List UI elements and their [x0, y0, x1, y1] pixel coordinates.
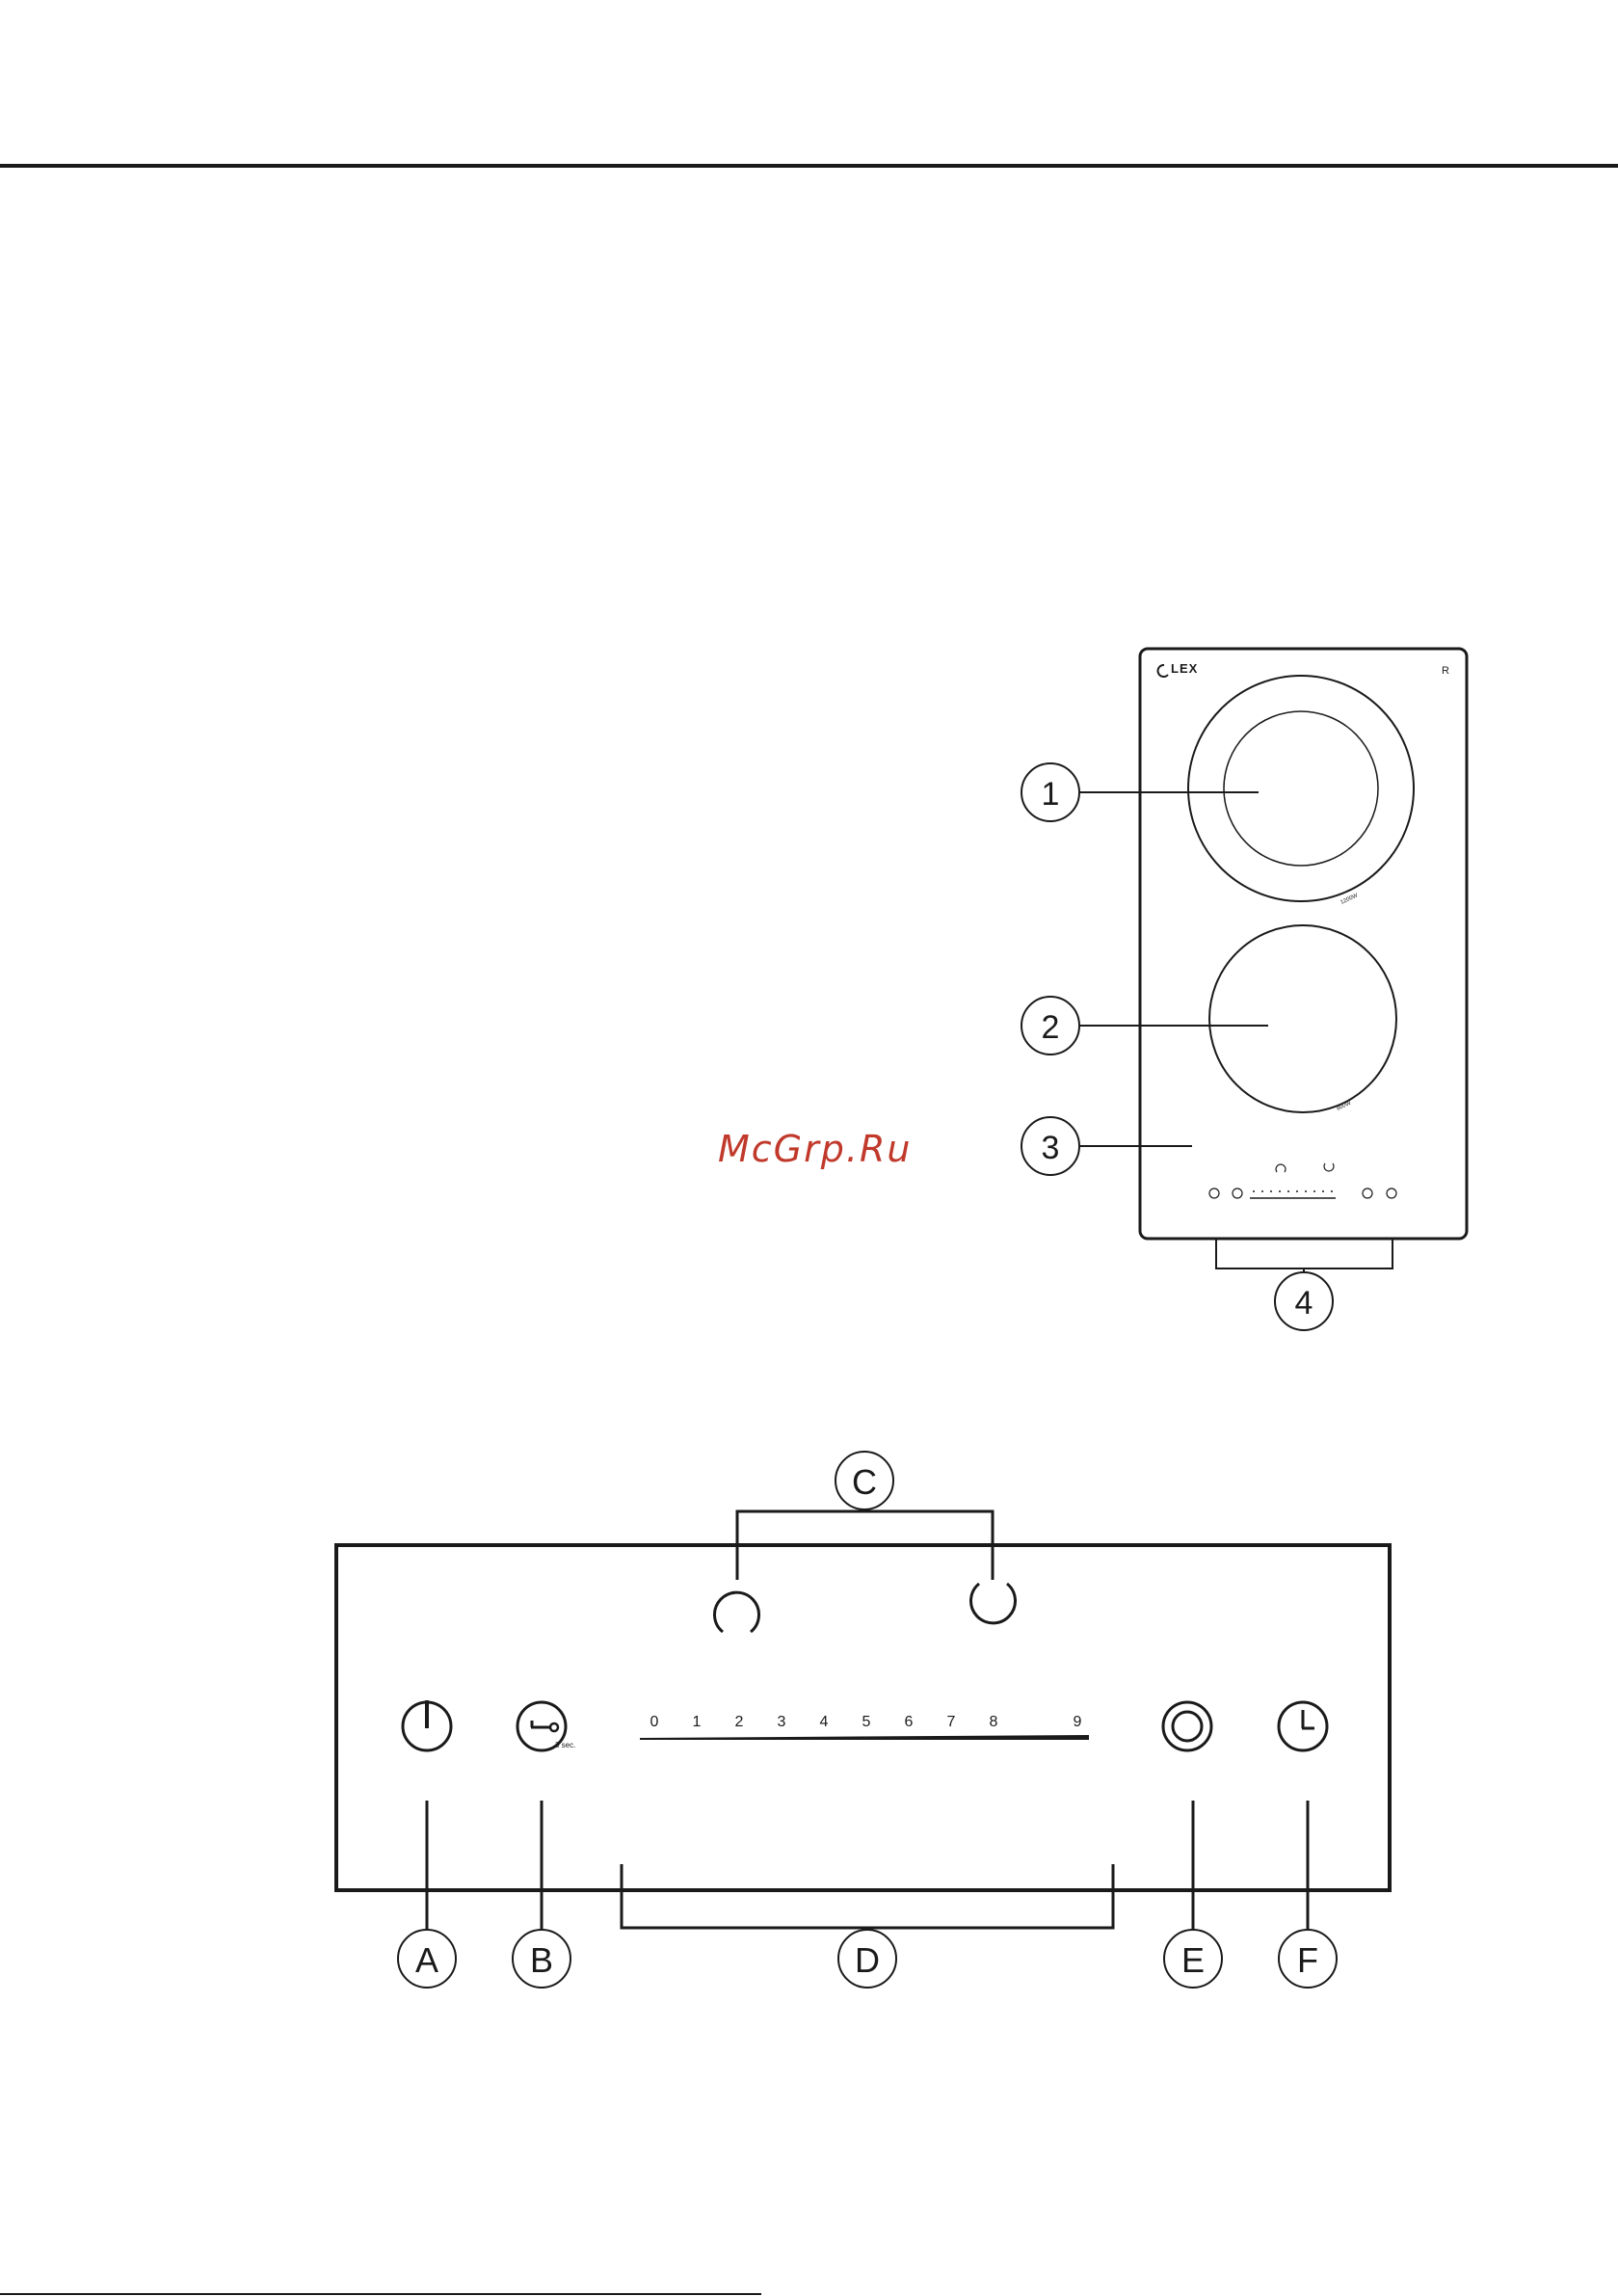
zone-1-outer-ring	[1188, 676, 1414, 901]
callout-d-label: D	[855, 1940, 880, 1980]
mini-lock-icon	[1233, 1188, 1242, 1198]
slider-level-5: 5	[862, 1714, 871, 1730]
callout-e-label: E	[1181, 1940, 1205, 1980]
mini-slider-dots	[1253, 1190, 1333, 1192]
slider-level-6: 6	[905, 1714, 914, 1730]
zone-2-ring	[1209, 925, 1396, 1112]
slider-track	[640, 1735, 1089, 1740]
callout-b-label: B	[530, 1940, 553, 1980]
slider-level-9: 9	[1074, 1714, 1082, 1730]
hob-outline	[1140, 649, 1467, 1239]
brand-name: LEX	[1171, 661, 1198, 676]
timer-icon	[1279, 1702, 1327, 1750]
slider-level-7: 7	[947, 1714, 956, 1730]
lock-hold-hint: 3 sec.	[555, 1741, 575, 1749]
corner-badge: R	[1442, 665, 1449, 677]
power-icon	[403, 1700, 451, 1750]
watermark: McGrp.Ru	[718, 1128, 912, 1170]
zone-select-right-icon	[971, 1584, 1016, 1623]
mini-zone-1-icon	[1276, 1164, 1286, 1172]
mini-power-icon	[1209, 1188, 1219, 1198]
slider-level-1: 1	[693, 1714, 702, 1730]
zone-select-left-icon	[714, 1592, 758, 1632]
callout-2-label: 2	[1042, 1009, 1060, 1046]
callout-1-label: 1	[1042, 776, 1060, 813]
callout-4-label: 4	[1295, 1285, 1313, 1322]
hob-diagram: LEX R 1200W 800W	[1021, 649, 1467, 1330]
power-slider: 0 1 2 3 4 5 6 7 8 9	[640, 1714, 1089, 1740]
mini-control-panel	[1209, 1163, 1396, 1198]
brand-logo: LEX	[1158, 661, 1199, 677]
mini-double-zone-icon	[1363, 1188, 1372, 1198]
callout-3-label: 3	[1042, 1130, 1060, 1166]
callout-c-bracket	[737, 1506, 993, 1580]
slider-level-2: 2	[735, 1714, 744, 1730]
zone-2-power-mark: 800W	[1336, 1101, 1352, 1112]
mini-zone-2-icon	[1324, 1163, 1334, 1171]
slider-level-3: 3	[778, 1714, 786, 1730]
callout-4-bracket	[1216, 1238, 1393, 1272]
callout-a-label: A	[415, 1940, 438, 1980]
slider-level-4: 4	[820, 1714, 829, 1730]
callout-c-label: C	[852, 1462, 877, 1502]
zone-1-power-mark: 1200W	[1339, 893, 1359, 906]
mini-timer-icon	[1387, 1188, 1396, 1198]
slider-level-0: 0	[650, 1714, 659, 1730]
slider-level-8: 8	[990, 1714, 998, 1730]
double-zone-icon	[1163, 1702, 1211, 1750]
callout-d-bracket	[622, 1864, 1113, 1931]
control-panel-diagram: 3 sec. 0 1 2 3 4 5 6 7 8 9 C	[336, 1452, 1390, 1988]
zone-1-inner-ring	[1224, 711, 1378, 866]
callout-f-label: F	[1297, 1940, 1318, 1980]
logo-swirl-icon	[1158, 665, 1168, 677]
